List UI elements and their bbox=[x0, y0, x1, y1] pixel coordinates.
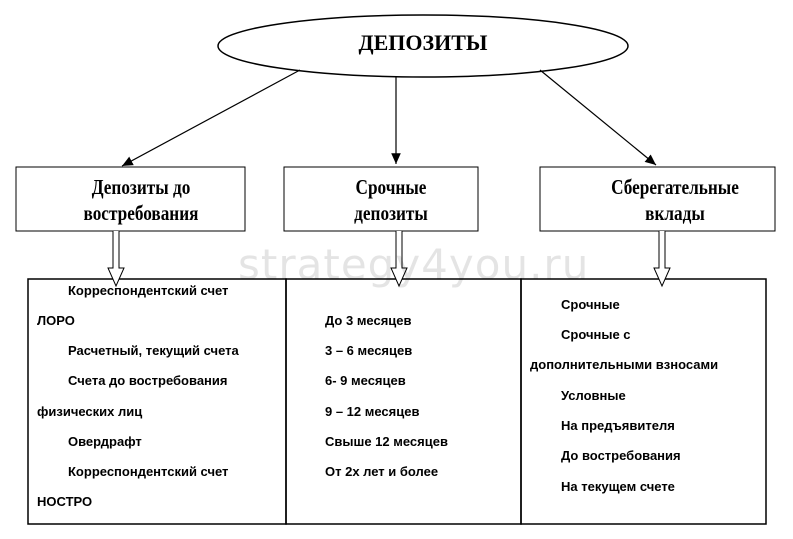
list-item: На текущем счете bbox=[561, 479, 675, 494]
list-item: дополнительными взносами bbox=[530, 357, 719, 372]
category-label: востребования bbox=[83, 201, 199, 225]
list-item: Счета до востребования bbox=[68, 373, 228, 388]
list-item: ЛОРО bbox=[37, 313, 75, 328]
arrow-left bbox=[121, 69, 301, 167]
list-item: НОСТРО bbox=[37, 494, 93, 509]
list-box-savings bbox=[520, 278, 767, 525]
list-item: Корреспондентский счет bbox=[68, 283, 229, 298]
list-item: 6- 9 месяцев bbox=[325, 373, 406, 388]
list-item: Условные bbox=[561, 388, 626, 403]
list-item: До востребования bbox=[561, 448, 681, 463]
category-label: Депозиты до bbox=[91, 175, 191, 199]
root-ellipse bbox=[217, 14, 629, 78]
hollow-arrow-middle bbox=[390, 231, 408, 288]
list-item: От 2х лет и более bbox=[325, 464, 439, 479]
category-label: Срочные bbox=[355, 175, 427, 199]
list-item: 9 – 12 месяцев bbox=[325, 404, 420, 419]
list-item: физических лиц bbox=[37, 404, 143, 419]
list-item: Срочные с bbox=[561, 327, 631, 342]
category-label: Сберегательные bbox=[611, 175, 739, 199]
watermark: strategy4you.ru bbox=[238, 240, 590, 289]
arrow-right bbox=[539, 69, 657, 166]
category-label: депозиты bbox=[354, 201, 428, 225]
category-label: вклады bbox=[645, 201, 705, 225]
list-item: Овердрафт bbox=[68, 434, 142, 449]
hollow-arrow-left bbox=[107, 231, 125, 288]
list-item: Корреспондентский счет bbox=[68, 464, 229, 479]
category-box-demand bbox=[15, 166, 246, 232]
category-box-term bbox=[283, 166, 479, 232]
root-title: ДЕПОЗИТЫ bbox=[358, 30, 488, 55]
list-item: Свыше 12 месяцев bbox=[325, 434, 448, 449]
list-item: До 3 месяцев bbox=[325, 313, 412, 328]
hollow-arrow-right bbox=[653, 231, 671, 288]
list-item: Расчетный, текущий счета bbox=[68, 343, 239, 358]
list-item: Срочные bbox=[561, 297, 620, 312]
category-box-savings bbox=[539, 166, 776, 232]
list-item: 3 – 6 месяцев bbox=[325, 343, 413, 358]
list-item: На предъявителя bbox=[561, 418, 675, 433]
